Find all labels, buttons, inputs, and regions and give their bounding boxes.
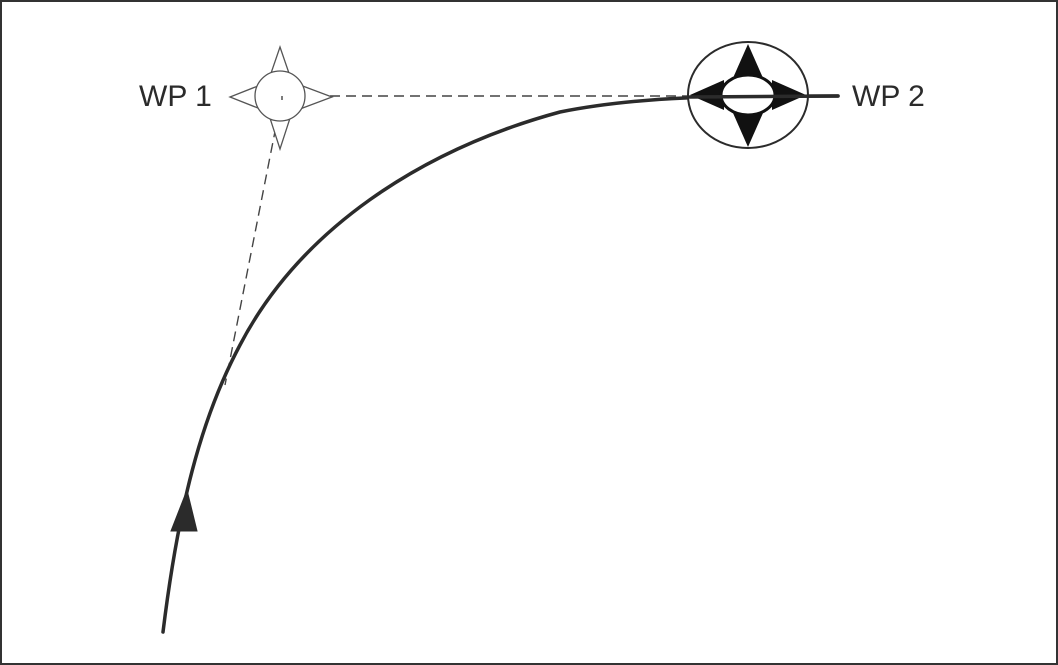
flight-track-curve <box>161 94 840 634</box>
leg-wp1-to-inbound <box>224 95 283 386</box>
track-through-wp2 <box>688 94 840 99</box>
wp1-label: WP 1 <box>139 80 212 113</box>
wp1-center-circle <box>254 70 306 122</box>
wp2-arrow-left <box>690 80 724 110</box>
track-direction-arrow-icon <box>170 488 198 532</box>
wp2-label: WP 2 <box>852 80 925 113</box>
wp2-arrow-up <box>733 44 763 78</box>
dashed-leg-lines <box>224 95 752 386</box>
wp2-arrow-down <box>733 113 763 147</box>
waypoint-hollow-star-icon <box>228 44 334 152</box>
